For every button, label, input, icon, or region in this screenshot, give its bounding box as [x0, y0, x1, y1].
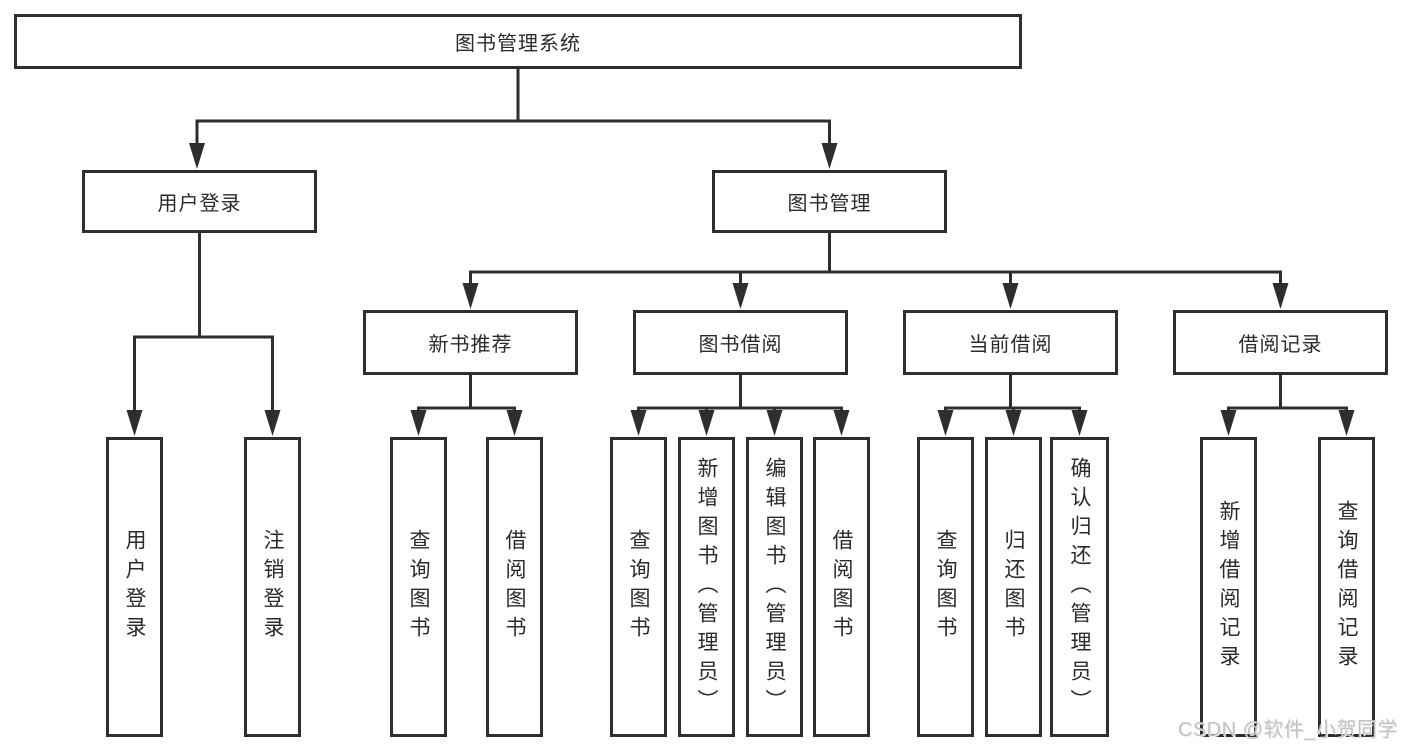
node-root-label: 图书管理系统 — [455, 33, 581, 55]
leaf-cb-confirm-return-admin-label: 确认归还（管理员） — [1068, 456, 1091, 718]
leaf-nb-query-book: 查询图书 — [390, 437, 447, 737]
leaf-user-login-label: 用户登录 — [123, 529, 146, 645]
leaf-bb-borrow-book-label: 借阅图书 — [830, 529, 853, 645]
node-current-borrow: 当前借阅 — [903, 310, 1118, 375]
node-book-management-label: 图书管理 — [787, 193, 872, 215]
leaf-nb-query-book-label: 查询图书 — [407, 529, 430, 645]
leaf-logout: 注销登录 — [244, 437, 301, 737]
node-borrow-record-label: 借阅记录 — [1238, 334, 1323, 356]
leaf-cb-query-book: 查询图书 — [917, 437, 974, 737]
node-user-login: 用户登录 — [82, 170, 317, 233]
watermark: CSDN @软件_小贺同学 — [1177, 719, 1398, 741]
leaf-br-query-record-label: 查询借阅记录 — [1335, 500, 1358, 674]
leaf-bb-query-book-label: 查询图书 — [627, 529, 650, 645]
node-new-book-recommend: 新书推荐 — [363, 310, 578, 375]
leaf-bb-add-book-admin: 新增图书（管理员） — [678, 437, 735, 737]
leaf-cb-return-book: 归还图书 — [985, 437, 1042, 737]
leaf-bb-query-book: 查询图书 — [610, 437, 667, 737]
leaf-bb-edit-book-admin: 编辑图书（管理员） — [746, 437, 803, 737]
leaf-bb-edit-book-admin-label: 编辑图书（管理员） — [763, 456, 786, 718]
leaf-cb-confirm-return-admin: 确认归还（管理员） — [1050, 437, 1109, 737]
leaf-br-query-record: 查询借阅记录 — [1318, 437, 1375, 737]
leaf-user-login: 用户登录 — [106, 437, 163, 737]
node-new-book-recommend-label: 新书推荐 — [428, 334, 513, 356]
leaf-bb-add-book-admin-label: 新增图书（管理员） — [695, 456, 718, 718]
leaf-cb-return-book-label: 归还图书 — [1002, 529, 1025, 645]
node-book-management: 图书管理 — [712, 170, 947, 233]
leaf-br-add-record: 新增借阅记录 — [1200, 437, 1257, 737]
node-user-login-label: 用户登录 — [157, 193, 242, 215]
leaf-cb-query-book-label: 查询图书 — [934, 529, 957, 645]
node-book-borrow: 图书借阅 — [633, 310, 848, 375]
leaf-nb-borrow-book: 借阅图书 — [486, 437, 543, 737]
leaf-br-add-record-label: 新增借阅记录 — [1217, 500, 1240, 674]
node-borrow-record: 借阅记录 — [1173, 310, 1388, 375]
node-book-borrow-label: 图书借阅 — [698, 334, 783, 356]
node-current-borrow-label: 当前借阅 — [968, 334, 1053, 356]
node-root: 图书管理系统 — [14, 14, 1022, 69]
leaf-logout-label: 注销登录 — [261, 529, 284, 645]
leaf-bb-borrow-book: 借阅图书 — [813, 437, 870, 737]
leaf-nb-borrow-book-label: 借阅图书 — [503, 529, 526, 645]
